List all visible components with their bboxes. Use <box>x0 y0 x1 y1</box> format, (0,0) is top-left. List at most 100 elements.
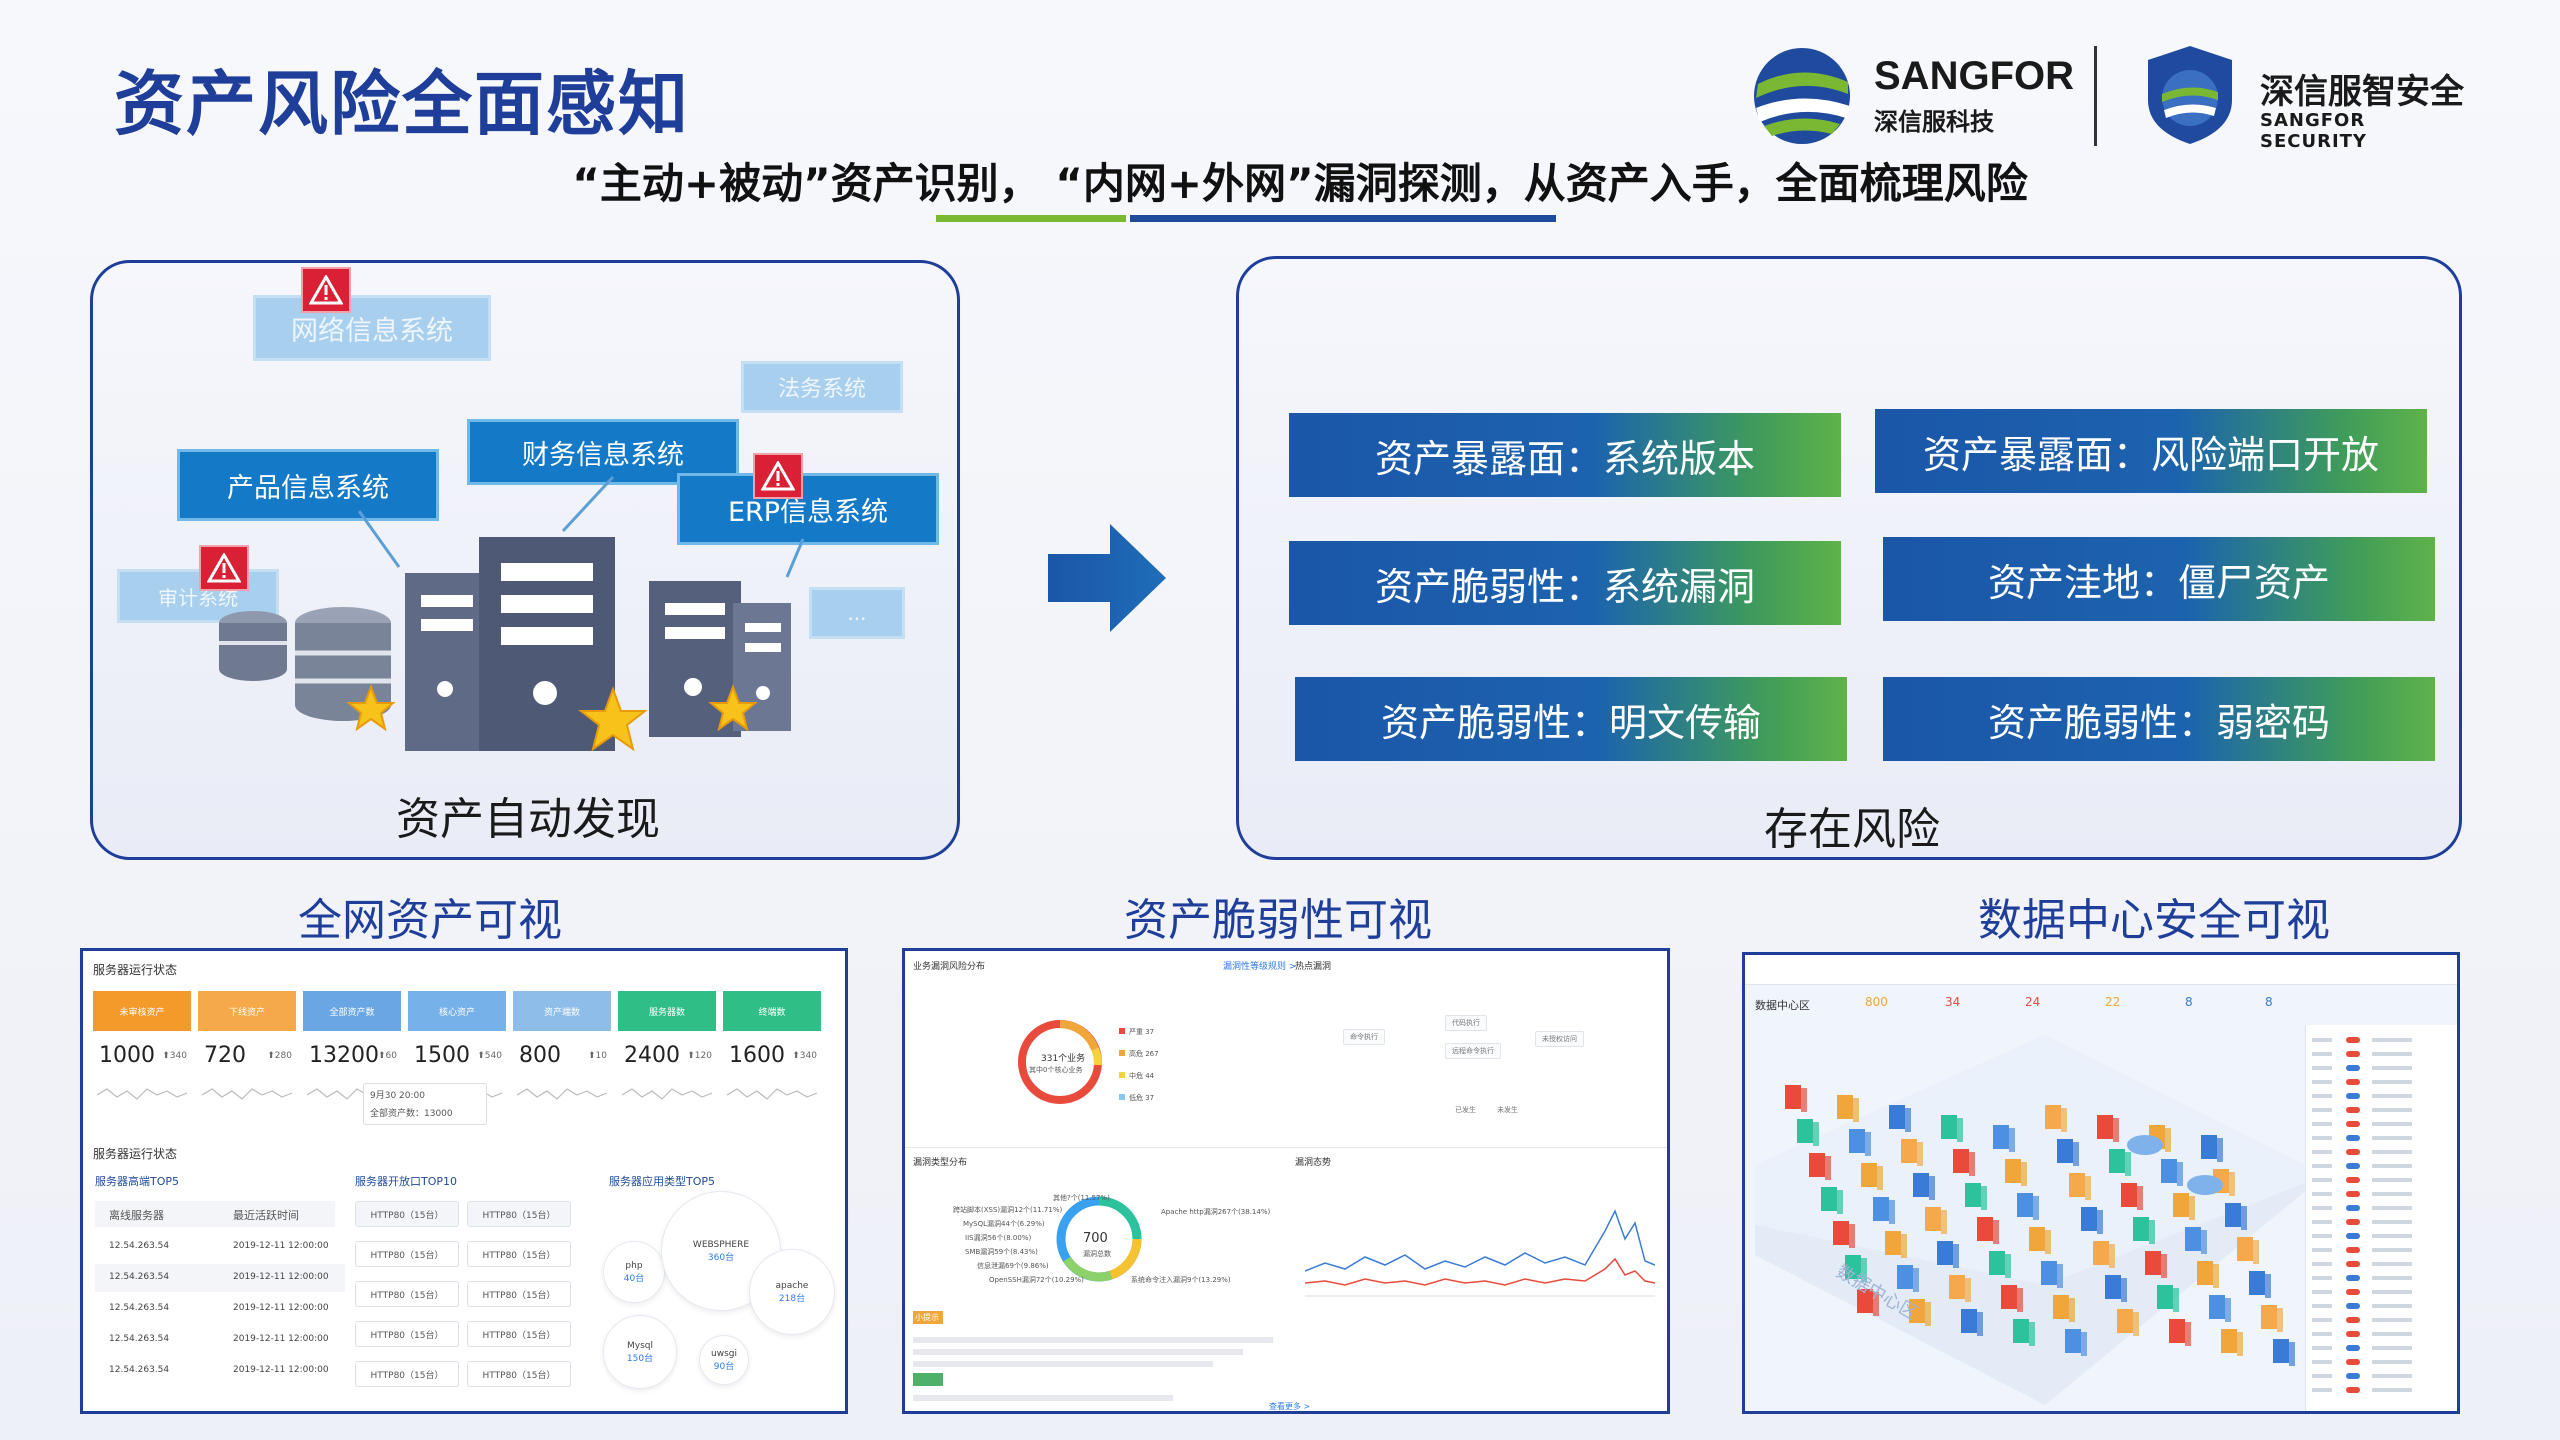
server-rack[interactable] <box>2041 1261 2063 1288</box>
port-item[interactable]: HTTP80（15台） <box>467 1241 571 1267</box>
server-rack[interactable] <box>1937 1241 1959 1268</box>
server-rack[interactable] <box>2005 1159 2027 1186</box>
server-rack[interactable] <box>2169 1319 2191 1346</box>
server-rack[interactable] <box>2197 1261 2219 1288</box>
server-rack[interactable] <box>1873 1197 1895 1224</box>
server-rack[interactable] <box>2001 1285 2023 1312</box>
side-row[interactable] <box>2312 1161 2457 1171</box>
server-rack[interactable] <box>2081 1207 2103 1234</box>
server-rack[interactable] <box>1845 1255 1867 1282</box>
server-rack[interactable] <box>2133 1217 2155 1244</box>
server-rack[interactable] <box>2117 1309 2139 1336</box>
server-rack[interactable] <box>1857 1289 1879 1316</box>
server-rack[interactable] <box>2097 1115 2119 1142</box>
side-row[interactable] <box>2312 1105 2457 1115</box>
server-rack[interactable] <box>1949 1275 1971 1302</box>
server-rack[interactable] <box>1925 1207 1947 1234</box>
port-item[interactable]: HTTP80（15台） <box>355 1321 459 1347</box>
side-row[interactable] <box>2312 1343 2457 1353</box>
server-rack[interactable] <box>1889 1105 1911 1132</box>
server-rack[interactable] <box>2053 1295 2075 1322</box>
server-rack[interactable] <box>2013 1319 2035 1346</box>
side-row[interactable] <box>2312 1091 2457 1101</box>
server-rack[interactable] <box>2017 1193 2039 1220</box>
server-rack[interactable] <box>2057 1139 2079 1166</box>
server-rack[interactable] <box>2221 1329 2243 1356</box>
side-row[interactable] <box>2312 1301 2457 1311</box>
server-rack[interactable] <box>1901 1139 1923 1166</box>
side-row[interactable] <box>2312 1035 2457 1045</box>
server-rack[interactable] <box>1897 1265 1919 1292</box>
side-row[interactable] <box>2312 1385 2457 1395</box>
server-rack[interactable] <box>1785 1085 1807 1112</box>
server-rack[interactable] <box>2249 1271 2271 1298</box>
server-rack[interactable] <box>1989 1251 2011 1278</box>
side-row[interactable] <box>2312 1273 2457 1283</box>
heat-item[interactable]: 命令执行 <box>1343 1029 1385 1045</box>
port-item[interactable]: HTTP80（15台） <box>355 1281 459 1307</box>
server-rack[interactable] <box>1965 1183 1987 1210</box>
server-rack[interactable] <box>1909 1299 1931 1326</box>
server-rack[interactable] <box>1977 1217 1999 1244</box>
side-row[interactable] <box>2312 1329 2457 1339</box>
server-rack[interactable] <box>1993 1125 2015 1152</box>
side-row[interactable] <box>2312 1371 2457 1381</box>
heat-item[interactable]: 远程命令执行 <box>1445 1043 1501 1059</box>
side-row[interactable] <box>2312 1119 2457 1129</box>
server-rack[interactable] <box>2069 1173 2091 1200</box>
side-row[interactable] <box>2312 1217 2457 1227</box>
side-row[interactable] <box>2312 1175 2457 1185</box>
rule-link[interactable]: 漏洞性等级规则 > <box>1223 962 1297 972</box>
server-rack[interactable] <box>2173 1193 2195 1220</box>
server-rack[interactable] <box>1941 1115 1963 1142</box>
server-rack[interactable] <box>2157 1285 2179 1312</box>
server-rack[interactable] <box>2273 1339 2295 1366</box>
server-rack[interactable] <box>2209 1295 2231 1322</box>
server-rack[interactable] <box>2045 1105 2067 1132</box>
side-row[interactable] <box>2312 1077 2457 1087</box>
server-rack[interactable] <box>1809 1153 1831 1180</box>
port-item[interactable]: HTTP80（15台） <box>467 1361 571 1387</box>
server-rack[interactable] <box>2029 1227 2051 1254</box>
server-rack[interactable] <box>2105 1275 2127 1302</box>
port-item[interactable]: HTTP80（15台） <box>355 1241 459 1267</box>
server-rack[interactable] <box>2225 1203 2247 1230</box>
side-row[interactable] <box>2312 1315 2457 1325</box>
server-rack[interactable] <box>2093 1241 2115 1268</box>
server-rack[interactable] <box>2161 1159 2183 1186</box>
server-rack[interactable] <box>1885 1231 1907 1258</box>
server-rack[interactable] <box>1797 1119 1819 1146</box>
port-item[interactable]: HTTP80（15台） <box>355 1201 459 1227</box>
side-row[interactable] <box>2312 1147 2457 1157</box>
side-row[interactable] <box>2312 1245 2457 1255</box>
server-rack[interactable] <box>1961 1309 1983 1336</box>
server-rack[interactable] <box>1849 1129 1871 1156</box>
side-row[interactable] <box>2312 1231 2457 1241</box>
server-rack[interactable] <box>2109 1149 2131 1176</box>
side-row[interactable] <box>2312 1287 2457 1297</box>
port-item[interactable]: HTTP80（15台） <box>467 1201 571 1227</box>
server-rack[interactable] <box>2121 1183 2143 1210</box>
server-rack[interactable] <box>2237 1237 2259 1264</box>
server-rack[interactable] <box>2261 1305 2283 1332</box>
server-rack[interactable] <box>2145 1251 2167 1278</box>
side-row[interactable] <box>2312 1049 2457 1059</box>
side-row[interactable] <box>2312 1133 2457 1143</box>
side-row[interactable] <box>2312 1189 2457 1199</box>
server-rack[interactable] <box>2065 1329 2087 1356</box>
side-row[interactable] <box>2312 1063 2457 1073</box>
server-rack[interactable] <box>1913 1173 1935 1200</box>
server-rack[interactable] <box>1861 1163 1883 1190</box>
side-row[interactable] <box>2312 1357 2457 1367</box>
server-rack[interactable] <box>1821 1187 1843 1214</box>
